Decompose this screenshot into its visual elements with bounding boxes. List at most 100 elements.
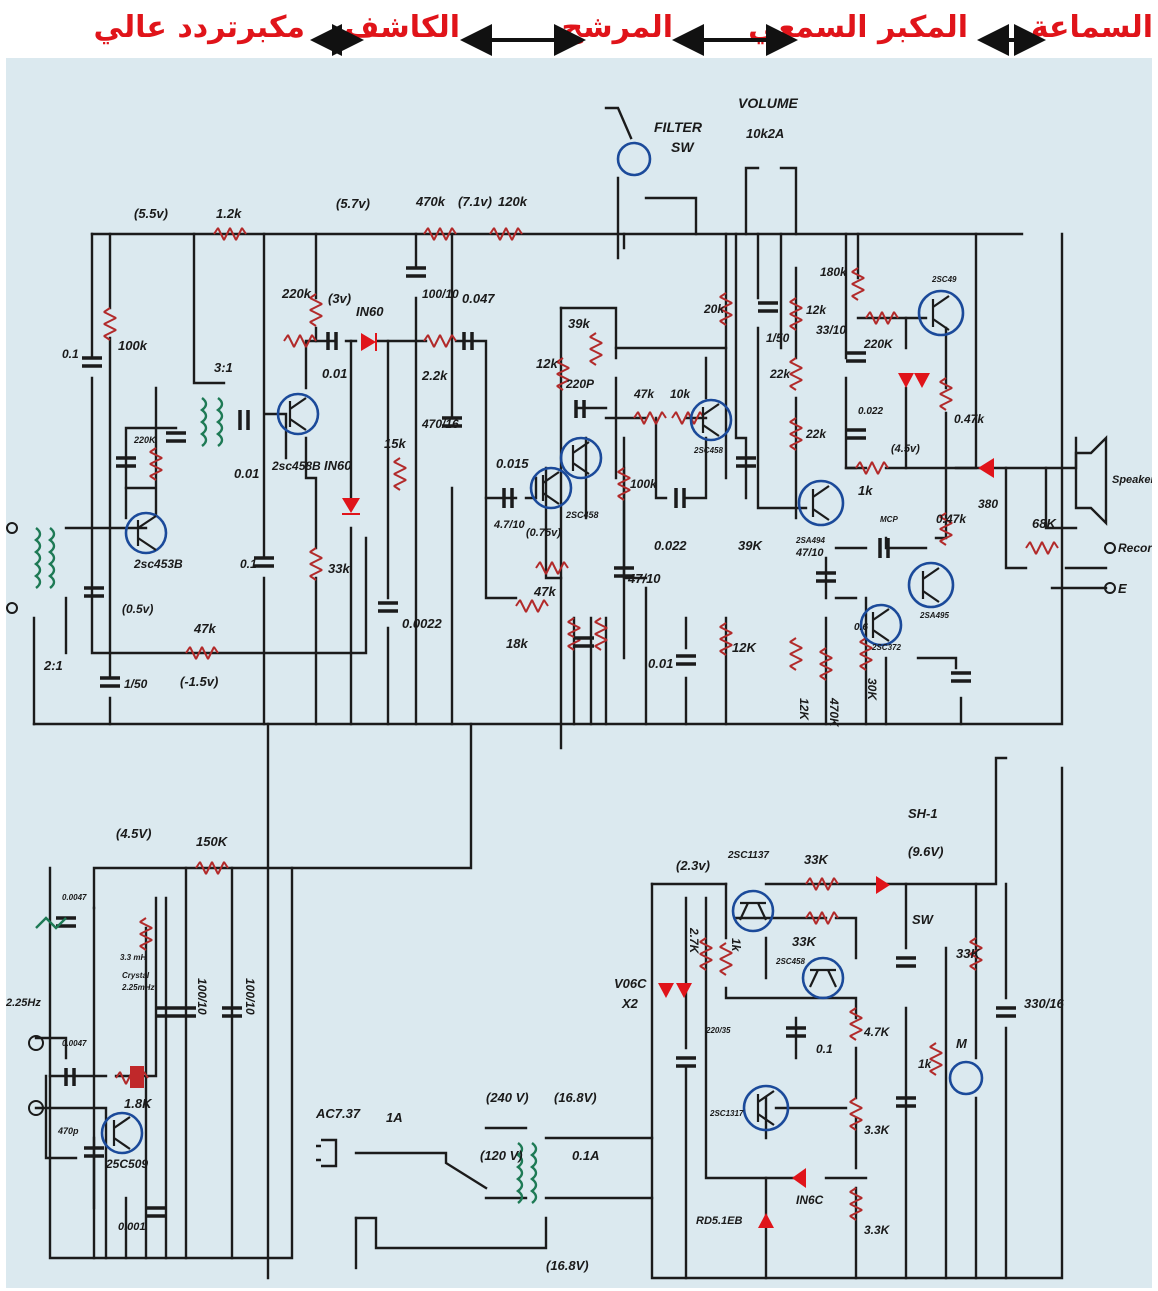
label-47-10-b: 47/10 bbox=[795, 547, 824, 559]
label-2sc372: 2SC372 bbox=[871, 643, 901, 652]
label-2sa494: 2SA494 bbox=[795, 536, 825, 545]
label-fuse-1a: 1A bbox=[386, 1110, 403, 1125]
label-0-0047-b: 0.0047 bbox=[62, 1039, 87, 1048]
label-2-2k: 2.2k bbox=[421, 368, 448, 383]
label-2sc458-d: 2SC458 bbox=[775, 957, 805, 966]
label-0-01-b: 0.01 bbox=[322, 366, 347, 381]
label-1k: 1k bbox=[858, 483, 873, 498]
label-crystal: Crystal bbox=[122, 971, 150, 980]
label-2sc458-b: 2SC458 bbox=[693, 446, 723, 455]
label-volume: VOLUME bbox=[738, 95, 799, 111]
label-0-1-b: 0.1 bbox=[240, 557, 257, 571]
label-rd51eb: RD5.1EB bbox=[696, 1215, 743, 1227]
label-2-3v: (2.3v) bbox=[676, 858, 710, 873]
label-4-5V: (4.5V) bbox=[116, 826, 151, 841]
label-0-5v: (0.5v) bbox=[122, 602, 153, 616]
label-100-10: 100/10 bbox=[422, 287, 459, 301]
label-0-001: 0.001 bbox=[118, 1221, 146, 1233]
label-470-16: 470/16 bbox=[421, 417, 459, 431]
label-4-7-10-a: 4.7/10 bbox=[493, 519, 525, 531]
label-15k: 15k bbox=[384, 436, 406, 451]
label-33K-b: 33K bbox=[792, 934, 817, 949]
label-0-47k-a: 0.47k bbox=[954, 412, 985, 426]
label-25c509: 25C509 bbox=[105, 1157, 148, 1171]
label-in60-a: IN60 bbox=[356, 304, 384, 319]
label-1k-p: 1k bbox=[729, 938, 743, 953]
capacitor-symbols bbox=[56, 266, 1016, 1218]
label-2-7K: 2.7K bbox=[687, 927, 701, 955]
label-220k-a: 220k bbox=[281, 286, 312, 301]
label-20k: 20k bbox=[703, 302, 725, 316]
label-4-7K: 4.7K bbox=[863, 1025, 891, 1039]
label-1-50-b: 1/50 bbox=[766, 331, 790, 345]
circuit-board: (5.5v) 1.2k (5.7v) 470k (7.1v) 120k FILT… bbox=[6, 58, 1152, 1288]
label-47k-a: 47k bbox=[193, 621, 216, 636]
label-380: 380 bbox=[978, 497, 998, 511]
label-5-7v: (5.7v) bbox=[336, 196, 370, 211]
label-2sc458-a: 2SC458 bbox=[565, 510, 599, 520]
label-120v: (120 V) bbox=[480, 1148, 523, 1163]
label-470k: 470k bbox=[415, 194, 446, 209]
label-0-6: 0.6 bbox=[854, 622, 868, 633]
label-volume-value: 10k2A bbox=[746, 126, 784, 141]
label-0-022-b: 0.022 bbox=[858, 406, 883, 417]
label-0-1-a: 0.1 bbox=[62, 347, 79, 361]
label-mcp: MCP bbox=[880, 515, 898, 524]
label-39K: 39K bbox=[738, 538, 763, 553]
label-neg-1-5v: (-1.5v) bbox=[180, 674, 218, 689]
label-470K: 470K bbox=[827, 697, 841, 728]
label-0-01-c: 0.01 bbox=[648, 656, 673, 671]
label-22k-a: 22k bbox=[769, 367, 791, 381]
wires bbox=[32, 106, 1108, 1280]
label-12k-a: 12k bbox=[536, 356, 558, 371]
label-3-3K-a: 3.3K bbox=[864, 1123, 891, 1137]
label-0-015: 0.015 bbox=[496, 456, 529, 471]
label-e: E bbox=[1118, 581, 1127, 596]
label-220K-b: 220K bbox=[863, 337, 894, 351]
label-220k-small: 220K bbox=[133, 435, 157, 445]
label-2sc1317: 2SC1317 bbox=[709, 1109, 744, 1118]
label-12K-a: 12K bbox=[797, 698, 811, 721]
label-220p: 220P bbox=[565, 377, 595, 391]
label-0-01-a: 0.01 bbox=[234, 466, 259, 481]
label-x2: X2 bbox=[621, 996, 639, 1011]
schematic-labels: (5.5v) 1.2k (5.7v) 470k (7.1v) 120k FILT… bbox=[6, 95, 1152, 1273]
label-47k-b: 47k bbox=[633, 387, 655, 401]
header-arrows bbox=[310, 24, 1046, 56]
label-120k: 120k bbox=[498, 194, 528, 209]
label-220-35: 220/35 bbox=[705, 1026, 731, 1035]
diode-symbols bbox=[130, 333, 994, 1228]
title-rf-amplifier-section: مكبرتردد عالي bbox=[93, 10, 305, 45]
label-33K-c: 33K bbox=[956, 946, 981, 961]
label-5-5v: (5.5v) bbox=[134, 206, 168, 221]
label-100-10-b: 100/10 bbox=[243, 978, 257, 1015]
label-1k-m: 1k bbox=[918, 1057, 933, 1071]
label-speaker: Speaker bbox=[1112, 474, 1152, 486]
label-filter-sw: SW bbox=[671, 139, 695, 155]
label-1-50-a: 1/50 bbox=[124, 677, 148, 691]
label-sw2: SW bbox=[912, 912, 935, 927]
label-2sa495: 2SA495 bbox=[919, 611, 949, 620]
label-0-0022: 0.0022 bbox=[402, 616, 443, 631]
label-150K: 150K bbox=[196, 834, 229, 849]
label-30K: 30K bbox=[865, 678, 879, 701]
label-240v: (240 V) bbox=[486, 1090, 529, 1105]
label-330-16: 330/16 bbox=[1024, 996, 1065, 1011]
label-470p: 470p bbox=[57, 1126, 79, 1136]
label-1-2k: 1.2k bbox=[216, 206, 242, 221]
label-0-0047-a: 0.0047 bbox=[62, 893, 87, 902]
label-0-1-c: 0.1 bbox=[816, 1042, 833, 1056]
label-22k-b: 22k bbox=[805, 427, 827, 441]
circuit-schematic: (5.5v) 1.2k (5.7v) 470k (7.1v) 120k FILT… bbox=[6, 95, 1152, 1280]
label-180k: 180k bbox=[820, 265, 848, 279]
section-title-bar: السماعة المكبر السمعي المرشح الكاشف مكبر… bbox=[0, 0, 1158, 62]
label-ratio-3-1: 3:1 bbox=[214, 360, 233, 375]
label-7-1v: (7.1v) bbox=[458, 194, 492, 209]
label-47k-c: 47k bbox=[533, 584, 556, 599]
label-meter: M bbox=[956, 1036, 968, 1051]
label-100-10-a: 100/10 bbox=[195, 978, 209, 1015]
label-2sc458b: 2sc458B bbox=[271, 459, 321, 473]
label-4-5v: (4.5v) bbox=[891, 443, 920, 455]
label-fuse-0-1a: 0.1A bbox=[572, 1148, 599, 1163]
